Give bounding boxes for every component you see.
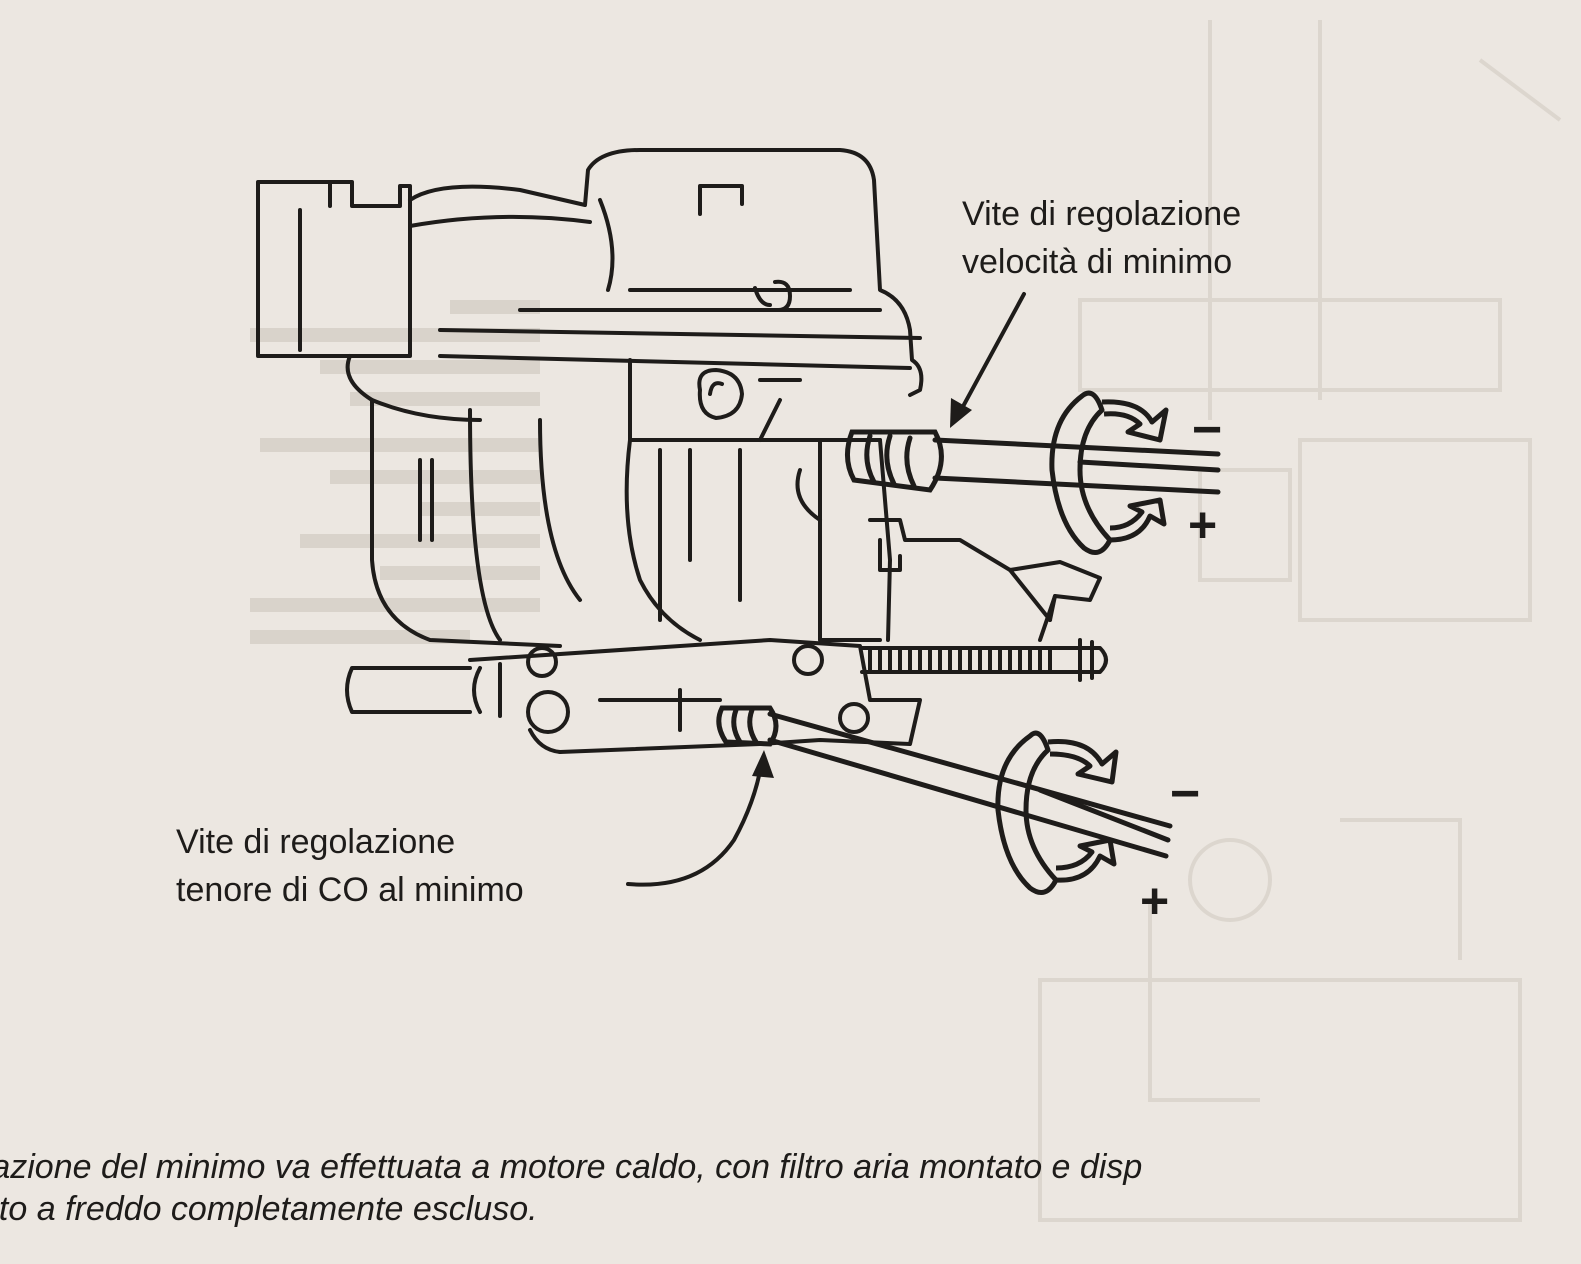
arrow-heads (752, 398, 972, 778)
idle-speed-label-line1: Vite di regolazione (962, 195, 1242, 233)
caption-line2: nto a freddo completamente escluso. (0, 1190, 538, 1228)
idle-speed-screw (845, 429, 1221, 495)
bleed-through-drawing (1038, 20, 1562, 1222)
caption-line1: razione del minimo va effettuata a motor… (0, 1148, 1143, 1186)
leader-arrows (626, 292, 1026, 887)
plus-sign-upper: + (1188, 497, 1218, 553)
co-label-line2: tenore di CO al minimo (176, 871, 524, 909)
minus-sign-lower: − (1170, 765, 1201, 823)
bleed-through-text (250, 300, 540, 644)
co-label-line1: Vite di regolazione (176, 823, 456, 861)
minus-sign-upper: − (1192, 401, 1223, 459)
idle-speed-label-line2: velocità di minimo (962, 243, 1233, 281)
co-screw-label: Vite di regolazione tenore di CO al mini… (176, 818, 524, 914)
idle-speed-screw-label: Vite di regolazione velocità di minimo (962, 190, 1241, 286)
co-screw (716, 705, 1173, 859)
rotation-ring-lower (995, 730, 1119, 895)
rotation-ring-upper (1049, 390, 1169, 555)
figure-caption: razione del minimo va effettuata a motor… (0, 1146, 1142, 1230)
plus-sign-lower: + (1140, 873, 1170, 929)
